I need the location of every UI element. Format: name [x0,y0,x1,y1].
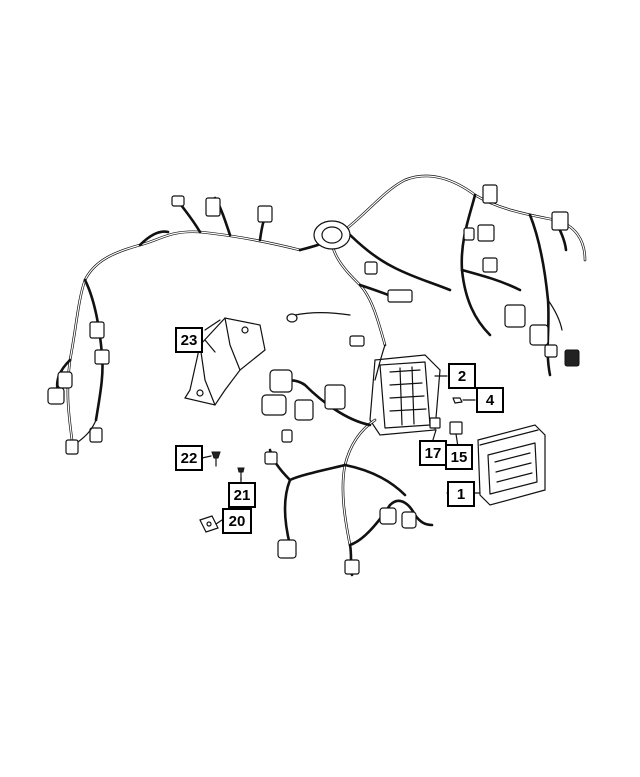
callout-4: 4 [476,387,504,413]
harness-lower-branch [261,369,434,577]
harness-trunk [286,220,452,347]
harness-upper-right-branch [343,174,587,377]
callout-15: 15 [445,444,473,470]
callout-1: 1 [447,481,475,507]
callout-23: 23 [175,327,203,353]
fastener-parts [199,451,245,533]
callout-21: 21 [228,482,256,508]
callout-17: 17 [419,440,447,466]
callout-20: 20 [222,508,252,534]
callout-22: 22 [175,445,203,471]
control-module-part-1 [477,424,546,506]
callout-2: 2 [448,363,476,389]
harness-left-branch [47,195,302,455]
relay-parts [429,397,463,435]
